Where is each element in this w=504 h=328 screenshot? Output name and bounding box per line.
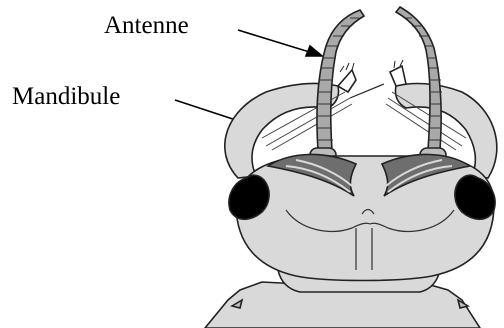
antenne-arrowhead (306, 46, 322, 56)
antenne-arrow (238, 30, 316, 54)
head-capsule (229, 154, 495, 280)
head-shape (236, 156, 494, 281)
